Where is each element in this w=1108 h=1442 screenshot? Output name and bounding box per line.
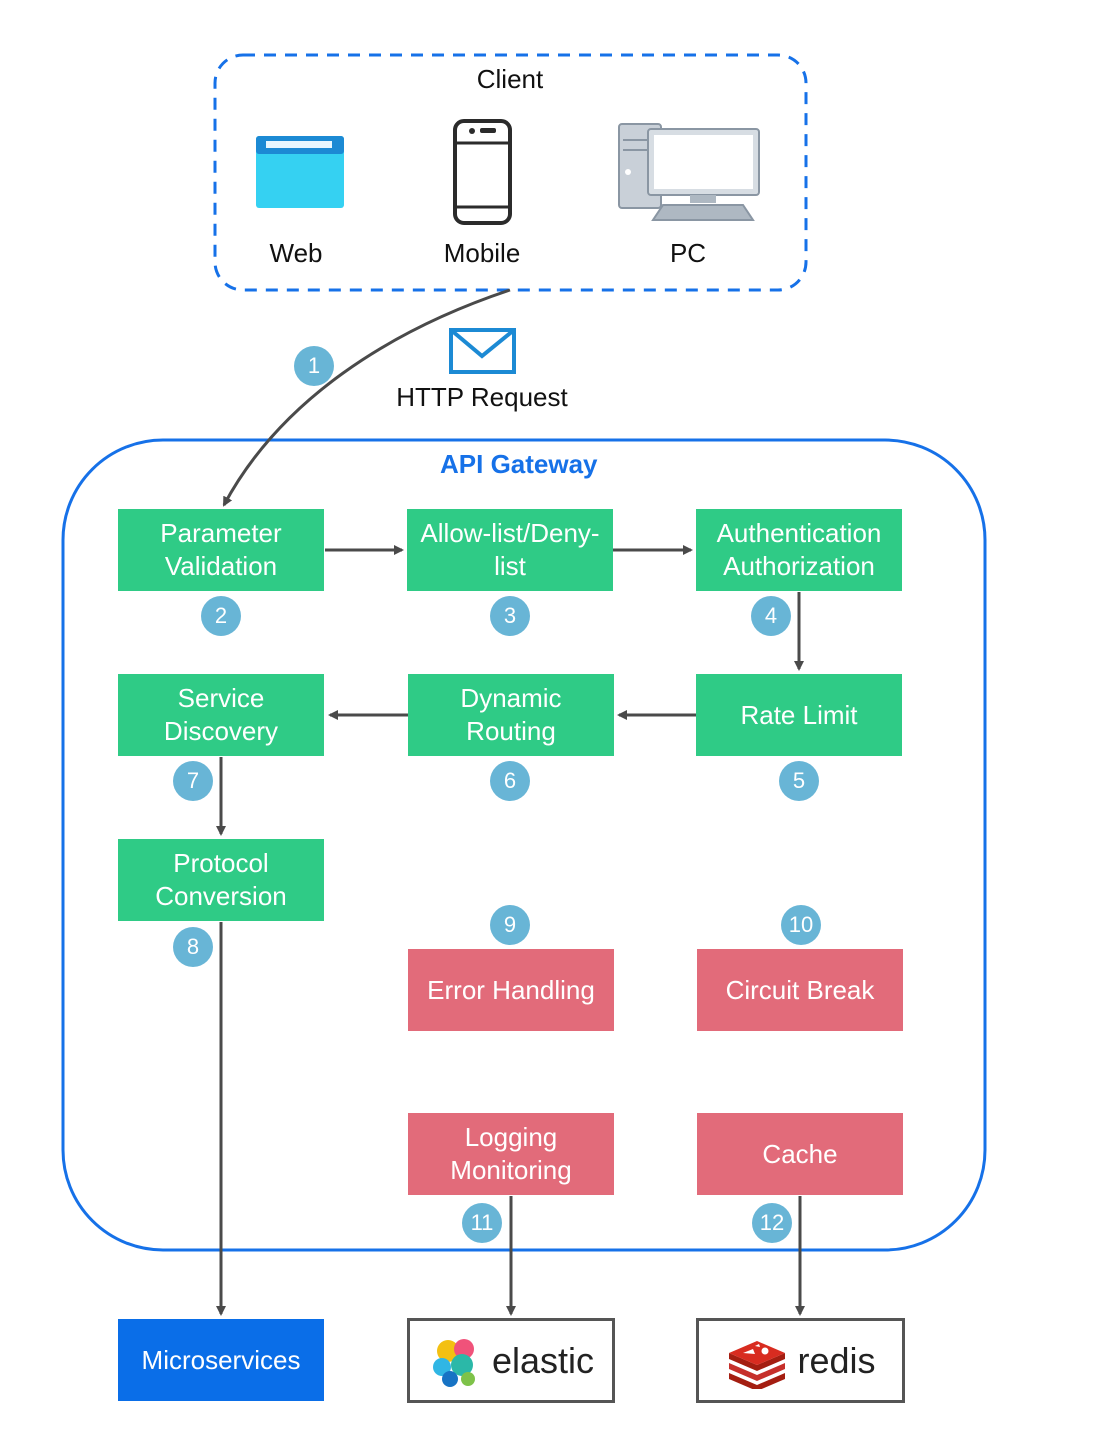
desktop-computer-icon	[618, 123, 760, 221]
node-label: Logging Monitoring	[450, 1122, 572, 1185]
redis-box: redis	[696, 1318, 905, 1403]
elastic-label: elastic	[491, 1339, 595, 1381]
node-label: Parameter Validation	[160, 518, 282, 581]
device-label-web: Web	[269, 238, 323, 268]
step-badge-6: 6	[490, 761, 530, 801]
step-badge-1: 1	[294, 346, 334, 386]
node-label: Protocol Conversion	[155, 848, 287, 911]
node-label: Rate Limit	[740, 699, 858, 730]
redis-label: redis	[797, 1339, 876, 1381]
node-rate-limit: Rate Limit	[696, 674, 902, 756]
node-label: Circuit Break	[725, 974, 875, 1005]
node-label: Allow-list/Deny- list	[420, 518, 600, 581]
node-microservices: Microservices	[118, 1319, 324, 1401]
node-label: Error Handling	[427, 974, 595, 1005]
node-protocol-conversion: Protocol Conversion	[118, 839, 324, 921]
node-label: Dynamic Routing	[460, 683, 562, 746]
step-badge-4: 4	[751, 596, 791, 636]
redis-logo-icon	[729, 1340, 786, 1389]
node-error-handling: Error Handling	[408, 949, 614, 1031]
step-badge-7: 7	[173, 761, 213, 801]
browser-window-icon	[256, 136, 344, 208]
node-label: Service Discovery	[163, 683, 279, 746]
device-label-pc: PC	[669, 238, 707, 268]
step-badge-8: 8	[173, 927, 213, 967]
node-dynamic-routing: Dynamic Routing	[408, 674, 614, 756]
step-badge-2: 2	[201, 596, 241, 636]
step-badge-11: 11	[462, 1203, 502, 1243]
client-container	[213, 53, 808, 292]
http-request-label: HTTP Request	[396, 382, 568, 412]
node-allow-deny-list: Allow-list/Deny- list	[407, 509, 613, 591]
step-badge-5: 5	[779, 761, 819, 801]
step-badge-12: 12	[752, 1203, 792, 1243]
client-title: Client	[476, 64, 544, 94]
node-authentication-authorization: Authentication Authorization	[696, 509, 902, 591]
step-badge-9: 9	[490, 905, 530, 945]
node-service-discovery: Service Discovery	[118, 674, 324, 756]
node-circuit-break: Circuit Break	[697, 949, 903, 1031]
envelope-icon	[449, 328, 516, 374]
device-label-mobile: Mobile	[443, 238, 521, 268]
elastic-box: elastic	[407, 1318, 615, 1403]
node-parameter-validation: Parameter Validation	[118, 509, 324, 591]
elastic-logo-icon	[432, 1338, 475, 1387]
node-cache: Cache	[697, 1113, 903, 1195]
node-logging-monitoring: Logging Monitoring	[408, 1113, 614, 1195]
step-badge-3: 3	[490, 596, 530, 636]
api-gateway-container	[61, 438, 987, 1252]
node-label: Microservices	[141, 1344, 301, 1375]
arrow-client-to-validation	[222, 288, 511, 507]
smartphone-icon	[453, 119, 512, 225]
node-label: Cache	[762, 1138, 838, 1169]
node-label: Authentication Authorization	[716, 518, 882, 581]
api-gateway-title: API Gateway	[440, 449, 598, 479]
step-badge-10: 10	[781, 905, 821, 945]
